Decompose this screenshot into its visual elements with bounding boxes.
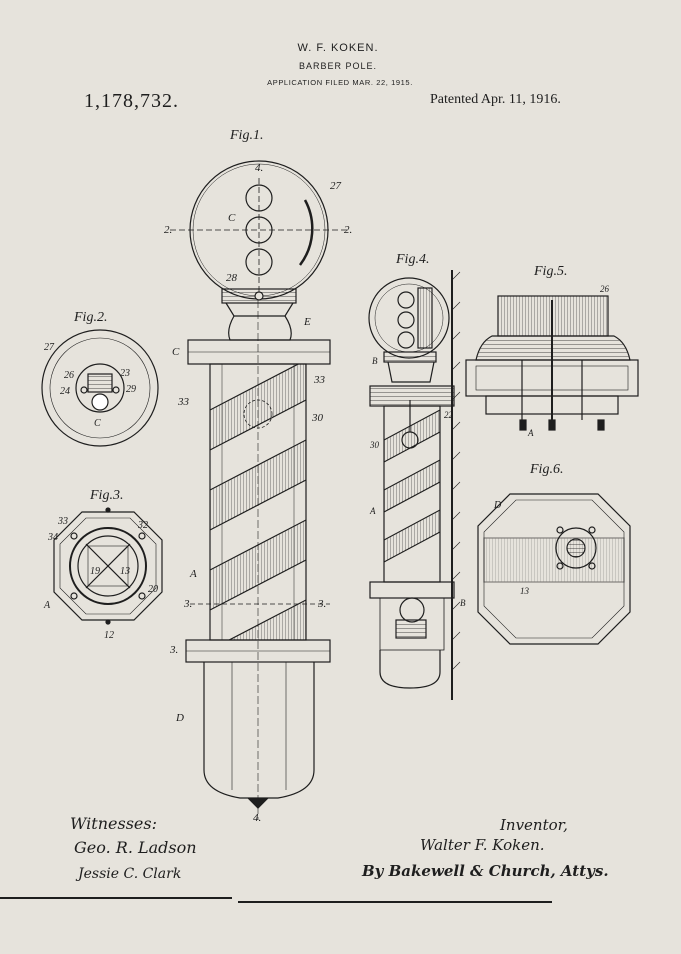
ref-C-cap: C <box>172 346 180 358</box>
ref-34-fig3: 34 <box>48 532 58 543</box>
fig4-label: Fig.4. <box>396 252 430 267</box>
ref-D: D <box>176 712 184 724</box>
ref-13-fig6: 13 <box>520 586 529 596</box>
ref-30-fig4: 30 <box>370 440 379 450</box>
ref-3-right: 3. <box>318 598 327 610</box>
ref-28: 28 <box>226 272 237 284</box>
ref-A-fig5: A <box>528 428 534 438</box>
fig6-octagon-bottom <box>477 493 631 645</box>
ref-A: A <box>190 568 197 580</box>
ref-33-left: 33 <box>178 396 189 408</box>
patent-number: 1,178,732. <box>84 90 179 112</box>
ref-A-fig4: A <box>370 506 376 516</box>
ref-33-fig3: 33 <box>58 516 68 527</box>
witness-2-signature: Jessie C. Clark <box>78 866 182 882</box>
ref-A-fig3: A <box>44 600 51 611</box>
ref-3-cap: 3. <box>170 644 179 656</box>
ref-29-fig2: 29 <box>126 384 136 395</box>
ref-23-fig2: 23 <box>120 368 130 379</box>
fig6-label: Fig.6. <box>530 462 564 477</box>
ref-26-fig5: 26 <box>600 284 609 294</box>
patent-date: Patented Apr. 11, 1916. <box>430 92 561 107</box>
ref-27: 27 <box>330 180 341 192</box>
ref-B-fig4-lower: B <box>460 598 466 608</box>
fig5-label: Fig.5. <box>534 264 568 279</box>
patent-subject: BARBER POLE. <box>298 61 378 71</box>
ref-27-fig2: 27 <box>44 342 54 353</box>
ref-33-right: 33 <box>314 374 325 386</box>
ref-B-fig4: B <box>372 356 378 366</box>
ref-4-top: 4. <box>255 162 264 174</box>
ref-E: E <box>304 316 311 328</box>
fig5-cap-section <box>465 295 639 431</box>
inventor-label: Inventor, <box>500 816 568 834</box>
fig1-barber-pole <box>170 160 350 820</box>
attorneys-signature: By Bakewell & Church, Attys. <box>362 862 609 880</box>
ref-20-fig3: 20 <box>148 584 158 595</box>
witnesses-label: Witnesses: <box>70 814 157 833</box>
ref-3-left: 3. <box>184 598 193 610</box>
fig2-top-view <box>41 329 159 447</box>
ref-19-fig3: 19 <box>90 566 100 577</box>
fig3-octagon-section <box>53 507 163 625</box>
ref-32-fig3: 32 <box>138 520 148 531</box>
fig4-sectional-pole <box>368 270 461 700</box>
ref-2-right: 2. <box>344 224 353 236</box>
ref-13-fig3: 13 <box>120 566 130 577</box>
inventor-signature: Walter F. Koken. <box>420 836 545 854</box>
ref-2-left: 2. <box>164 224 173 236</box>
inventor-heading: W. F. KOKEN. <box>297 42 379 54</box>
fig2-label: Fig.2. <box>74 310 108 325</box>
filing-date: APPLICATION FILED MAR. 22, 1915. <box>267 78 413 87</box>
ref-C: C <box>228 212 236 224</box>
ref-D-fig6: D <box>494 500 502 511</box>
ref-30: 30 <box>312 412 323 424</box>
fig3-label: Fig.3. <box>90 488 124 503</box>
ref-12-fig3: 12 <box>104 630 114 641</box>
fig1-label: Fig.1. <box>230 128 264 143</box>
ref-22-fig4: 22 <box>444 410 453 420</box>
witness-1-signature: Geo. R. Ladson <box>74 838 197 857</box>
ref-4-bottom: 4. <box>253 812 262 824</box>
ref-C-fig2: C <box>94 418 101 429</box>
ref-26-fig2: 26 <box>64 370 74 381</box>
ref-24-fig2: 24 <box>60 386 70 397</box>
